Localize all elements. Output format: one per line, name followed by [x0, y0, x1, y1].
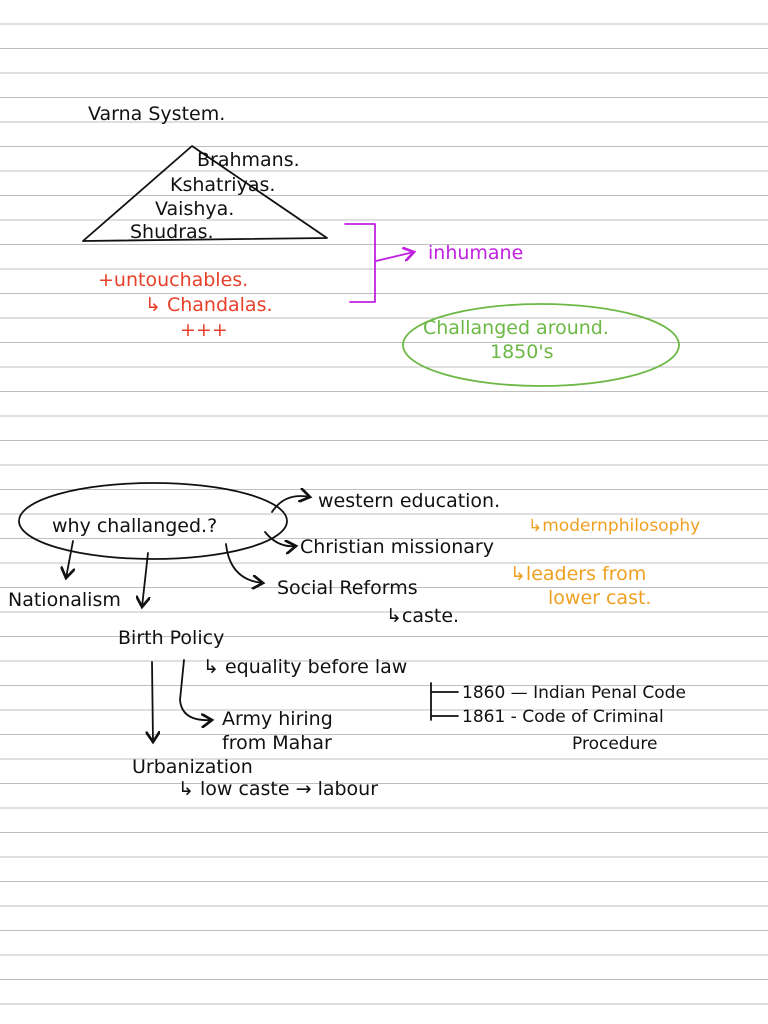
- urbanization-text: Urbanization: [132, 756, 253, 778]
- purple-bracket: [344, 223, 376, 303]
- law-bracket: [430, 682, 459, 721]
- chandalas-text: ↳ Chandalas.: [145, 294, 273, 316]
- why-ellipse: [18, 482, 288, 560]
- untouchables-text: +untouchables.: [98, 269, 248, 291]
- arrow-christian: [264, 531, 296, 546]
- tier-kshatriyas: Kshatriyas.: [170, 174, 275, 196]
- western-education-text: western education.: [318, 490, 500, 512]
- arrow-social-reforms: [225, 543, 263, 583]
- tier-vaishya: Vaishya.: [155, 198, 234, 220]
- modern-philosophy-text: ↳modernphilosophy: [528, 516, 700, 536]
- varna-title: Varna System.: [88, 103, 225, 125]
- tier-brahmans: Brahmans.: [197, 149, 300, 171]
- challenged-year-text: 1850's: [490, 341, 553, 363]
- nationalism-text: Nationalism: [8, 589, 121, 611]
- birth-policy-text: Birth Policy: [118, 627, 224, 649]
- arrow-nationalism: [66, 540, 73, 578]
- low-caste-text: ↳ low caste → labour: [178, 778, 378, 800]
- arrow-western: [271, 496, 310, 513]
- from-mahar-text: from Mahar: [222, 732, 332, 754]
- why-question: why challanged.?: [52, 515, 217, 537]
- procedure-text: Procedure: [572, 734, 657, 754]
- inhumane-arrow: [375, 252, 414, 262]
- equality-text: ↳ equality before law: [203, 656, 407, 678]
- arrow-army: [179, 659, 212, 720]
- christian-missionary-text: Christian missionary: [300, 536, 494, 558]
- tier-shudras: Shudras.: [130, 221, 214, 243]
- caste-text: ↳caste.: [386, 605, 459, 627]
- challenged-around-text: Challanged around.: [423, 317, 609, 339]
- plus-marks: +++: [180, 319, 228, 341]
- lower-cast-text: lower cast.: [548, 587, 651, 609]
- arrow-birth-policy: [142, 552, 148, 607]
- social-reforms-text: Social Reforms: [277, 577, 418, 599]
- varna-pyramid: [82, 145, 328, 242]
- challenged-ellipse: [402, 303, 680, 387]
- law-1861-text: 1861 - Code of Criminal: [462, 707, 664, 727]
- law-1860-text: 1860 — Indian Penal Code: [462, 683, 686, 703]
- leaders-text: ↳leaders from: [510, 563, 646, 585]
- arrow-urbanization: [152, 661, 153, 742]
- army-hiring-text: Army hiring: [222, 708, 333, 730]
- inhumane-text: inhumane: [428, 242, 523, 264]
